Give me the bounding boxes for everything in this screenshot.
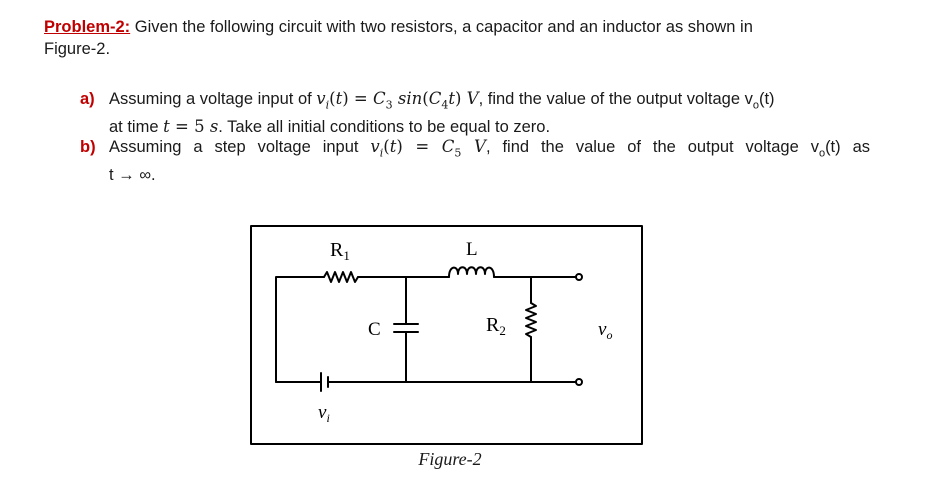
- inductor-label: L: [466, 239, 478, 260]
- problem-label: Problem-2:: [44, 18, 131, 36]
- part-b-input-equation: vi(t) = C5 V: [370, 137, 486, 160]
- problem-intro-text: Given the following circuit with two res…: [130, 18, 753, 36]
- output-voltage-label: vo: [598, 319, 612, 342]
- part-a-letter: a): [80, 90, 95, 108]
- circuit-diagram: R1 L C R2 vo vi: [250, 225, 643, 445]
- part-a-text-1: Assuming a voltage input of: [109, 90, 317, 108]
- r1-label: R1: [330, 239, 350, 263]
- part-a-text: Assuming a voltage input of vi(t) = C3 s…: [109, 88, 870, 138]
- problem-intro-text-2: Figure-2.: [44, 40, 111, 58]
- part-a-text-3: at time: [109, 118, 164, 137]
- part-a-time-equation: t = 5 s: [163, 117, 219, 137]
- part-b-letter: b): [80, 138, 96, 156]
- output-terminal-top: [575, 273, 583, 281]
- part-a-text-2: , find the value of the output voltage: [478, 90, 745, 108]
- part-b-line-1: Assuming a step voltage input vi(t) = C5…: [109, 136, 870, 164]
- part-a-input-equation: vi(t) = C3 sin(C4t) V: [316, 89, 479, 112]
- inductor-l: [448, 266, 495, 278]
- part-b-text-2: , find the value of the output voltage: [485, 138, 811, 156]
- figure-frame: [250, 225, 643, 445]
- part-b-text-1: Assuming a step voltage input: [109, 138, 371, 156]
- part-b-output-symbol: vo(t): [810, 138, 841, 160]
- part-b-text-3: as: [840, 138, 870, 156]
- problem-intro: Problem-2: Given the following circuit w…: [44, 16, 894, 60]
- part-b-text: Assuming a step voltage input vi(t) = C5…: [109, 136, 870, 186]
- resistor-r1: [323, 271, 359, 283]
- resistor-r2: [525, 302, 537, 338]
- figure-caption: Figure-2: [418, 449, 482, 469]
- part-b-line-2: t → ∞.: [109, 166, 156, 185]
- left-wire: [275, 276, 325, 383]
- part-a-output-symbol: vo(t): [744, 90, 775, 112]
- output-terminal-bottom: [575, 378, 583, 386]
- capacitor-label: C: [368, 319, 381, 340]
- r2-label: R2: [486, 314, 506, 338]
- part-a-text-4: . Take all initial conditions to be equa…: [218, 118, 551, 137]
- input-voltage-label: vi: [318, 402, 330, 425]
